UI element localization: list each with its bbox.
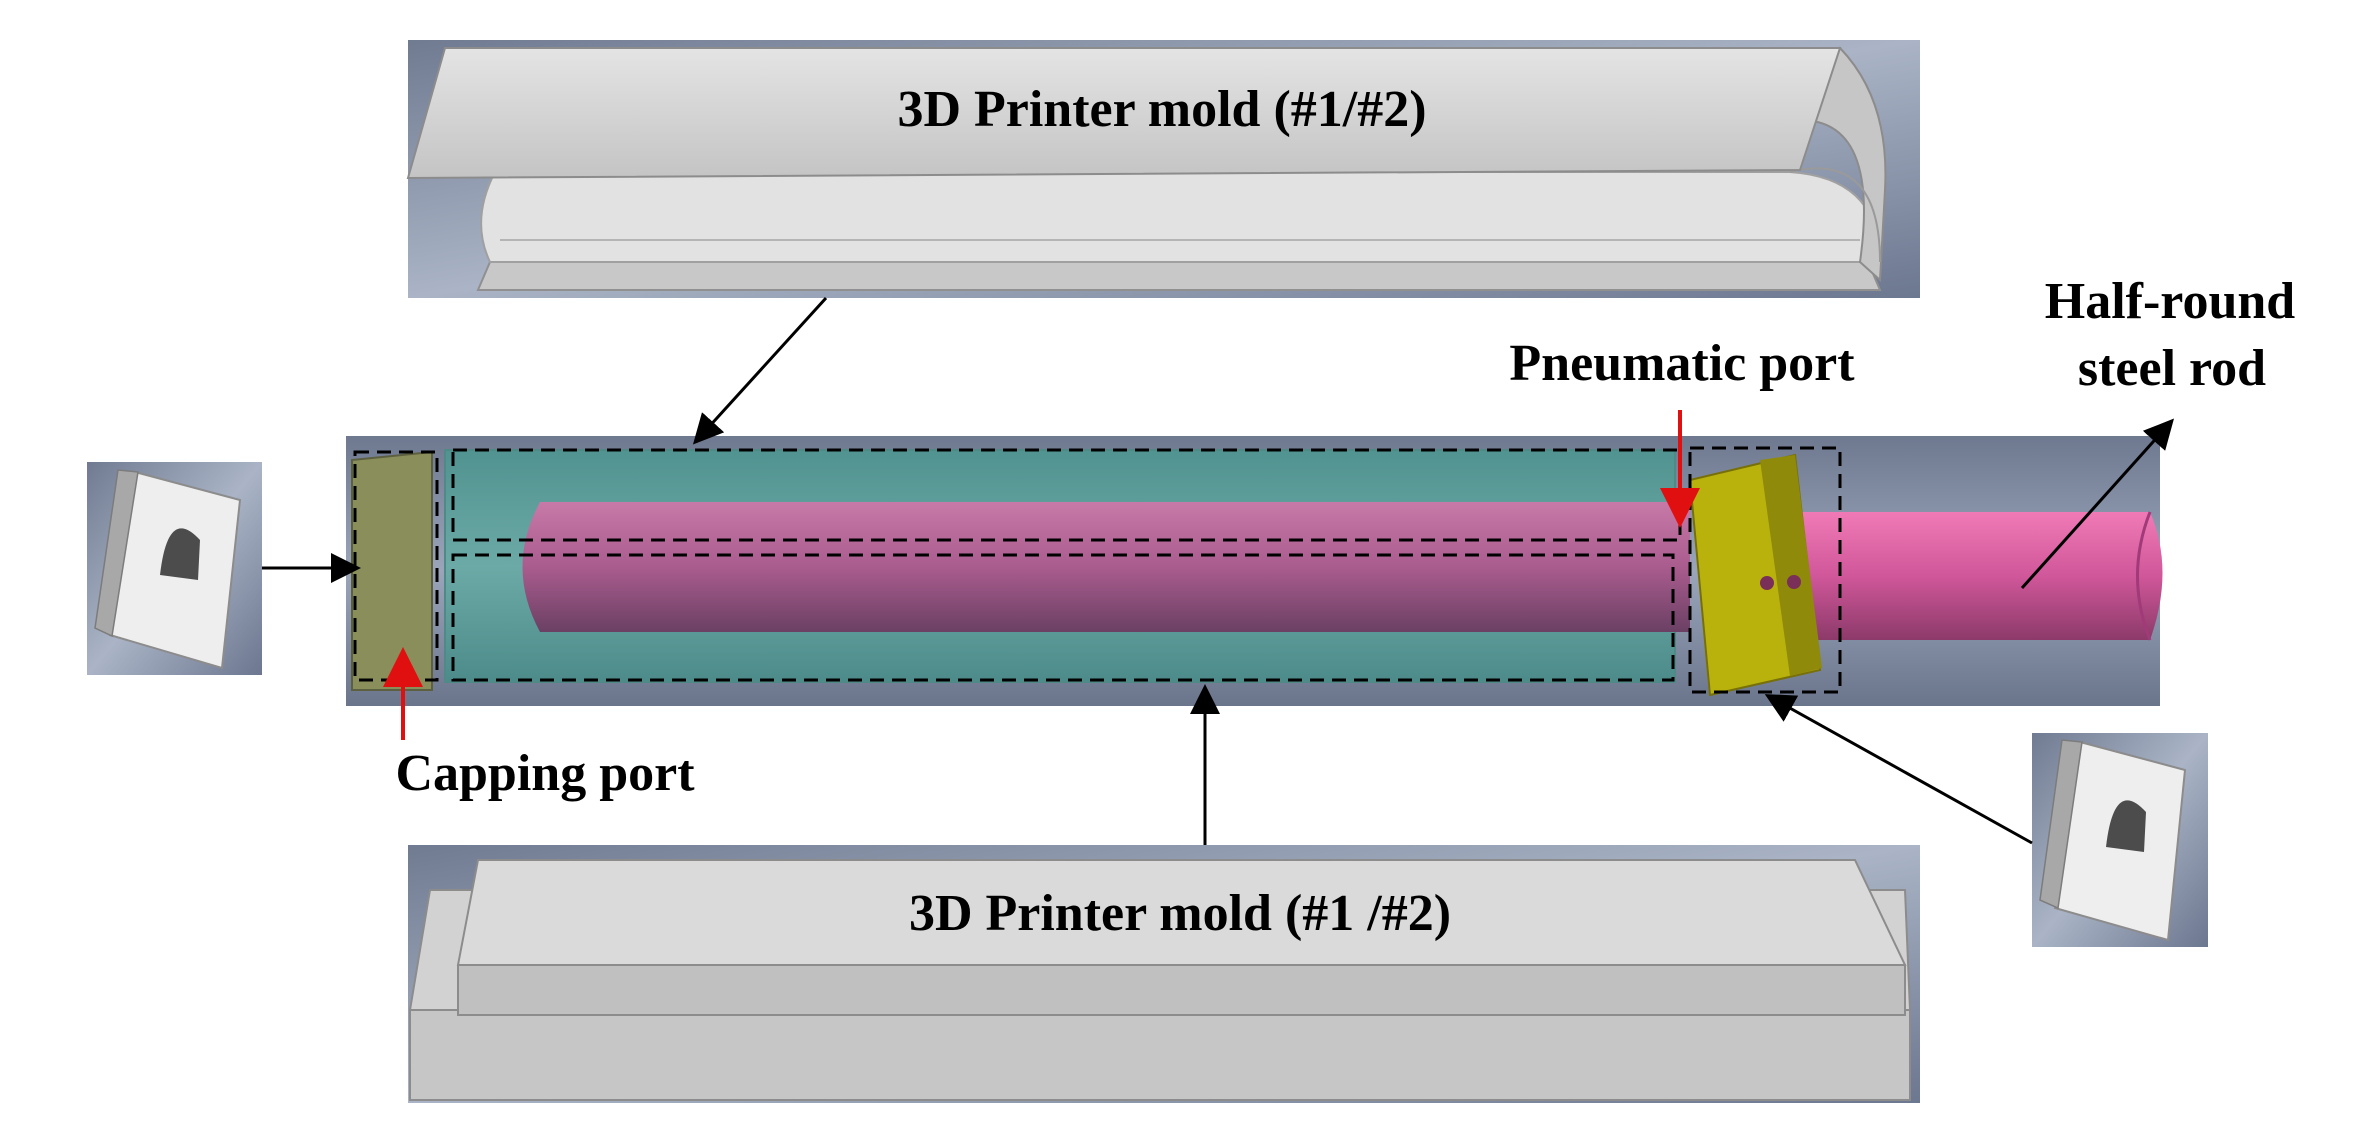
- pneumatic-hole: [1760, 576, 1774, 590]
- pneumatic-port-label: Pneumatic port: [1509, 335, 1855, 392]
- top-mold-label: 3D Printer mold (#1/#2): [897, 81, 1426, 138]
- left-cap-inset: [87, 462, 262, 675]
- pneumatic-hole: [1787, 575, 1801, 589]
- top-mold-arrow: [692, 296, 828, 445]
- assembly-panel: [346, 436, 2163, 706]
- mold-lower-region-box: [451, 553, 1675, 682]
- pneumatic-region-box: [1688, 446, 1842, 694]
- arrows: [262, 296, 2175, 845]
- right-cap-arrow: [1764, 694, 2033, 845]
- capping-port-label: Capping port: [395, 745, 695, 802]
- half-round-label-line2: steel rod: [2078, 340, 2266, 397]
- top-mold-panel: 3D Printer mold (#1/#2): [406, 40, 1920, 298]
- bottom-mold-label: 3D Printer mold (#1 /#2): [909, 885, 1451, 942]
- half-round-rod-arrow: [2020, 418, 2175, 590]
- bottom-mold-panel: 3D Printer mold (#1 /#2): [408, 845, 1920, 1103]
- right-cap-inset: [2032, 733, 2208, 947]
- half-round-label-line1: Half-round: [2045, 273, 2296, 330]
